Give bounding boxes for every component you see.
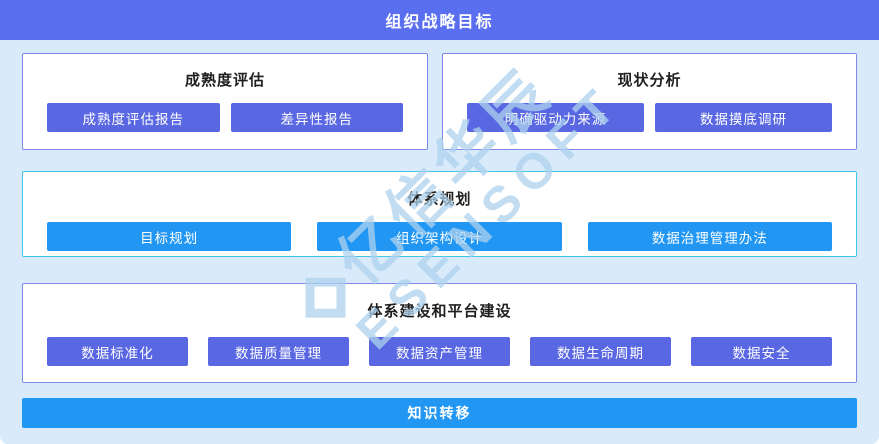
- panel-title-current-status-analysis: 现状分析: [617, 72, 682, 89]
- node-data-security: 数据安全: [691, 337, 832, 366]
- node-maturity-assessment-report: 成熟度评估报告: [47, 103, 220, 132]
- node-goal-planning: 目标规划: [47, 222, 292, 251]
- panel-title-system-planning: 体系规划: [407, 191, 472, 208]
- panel-system-planning-nodes: 目标规划 组织架构设计 数据治理管理办法: [47, 222, 832, 251]
- node-data-quality-management: 数据质量管理: [208, 337, 349, 366]
- panel-maturity-assessment-nodes: 成熟度评估报告 差异性报告: [47, 103, 403, 132]
- panel-maturity-assessment: 成熟度评估 成熟度评估报告 差异性报告: [22, 53, 428, 150]
- node-data-baseline-survey: 数据摸底调研: [655, 103, 832, 132]
- node-data-governance-management-measures: 数据治理管理办法: [587, 222, 832, 251]
- panel-system-planning: 体系规划 目标规划 组织架构设计 数据治理管理办法: [22, 171, 857, 257]
- panel-title-maturity-assessment: 成熟度评估: [184, 72, 265, 89]
- node-data-lifecycle: 数据生命周期: [530, 337, 671, 366]
- node-data-standardization: 数据标准化: [47, 337, 188, 366]
- panel-title-system-and-platform-construction: 体系建设和平台建设: [367, 303, 512, 320]
- panel-current-status-analysis-nodes: 明确驱动力来源 数据摸底调研: [467, 103, 832, 132]
- node-data-asset-management: 数据资产管理: [369, 337, 510, 366]
- node-identify-driver-sources: 明确驱动力来源: [467, 103, 644, 132]
- node-org-structure-design: 组织架构设计: [317, 222, 562, 251]
- knowledge-transfer-bar: 知识转移: [22, 398, 857, 428]
- banner-strategic-goals: 组织战略目标: [0, 0, 879, 40]
- knowledge-transfer-label: 知识转移: [407, 405, 472, 421]
- node-gap-analysis-report: 差异性报告: [230, 103, 403, 132]
- panel-current-status-analysis: 现状分析 明确驱动力来源 数据摸底调研: [442, 53, 857, 150]
- panel-system-and-platform-construction: 体系建设和平台建设 数据标准化 数据质量管理 数据资产管理 数据生命周期 数据安…: [22, 283, 857, 383]
- banner-title: 组织战略目标: [385, 14, 494, 31]
- panel-system-and-platform-construction-nodes: 数据标准化 数据质量管理 数据资产管理 数据生命周期 数据安全: [47, 337, 832, 366]
